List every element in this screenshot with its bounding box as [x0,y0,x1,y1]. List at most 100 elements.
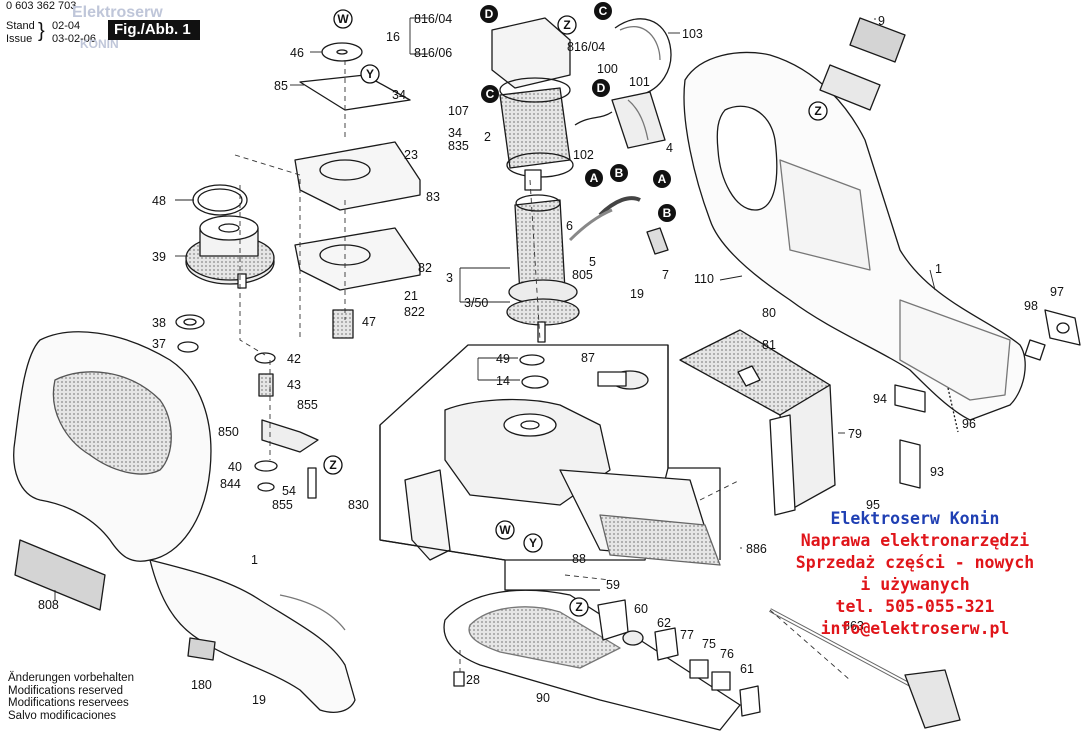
callout-y: Y [360,64,380,84]
svg-text:Z: Z [329,458,336,472]
part-label: 850 [218,425,239,439]
part-label: 87 [581,351,595,365]
power-cable-part [769,608,961,729]
callout-c: C [481,85,499,103]
shop-line: i używanych [860,575,970,594]
gear-housing-part [379,344,721,566]
part-label: 83 [426,190,440,204]
part-label: 1 [935,262,942,276]
callout-w: W [333,9,353,29]
part-label: 28 [466,673,480,687]
part-label: 39 [152,250,166,264]
part-label: 863 [843,619,864,633]
part-label: 101 [629,75,650,89]
note-line: Änderungen vorbehalten [8,672,134,684]
part-label: 60 [634,602,648,616]
callout-d: D [592,79,610,97]
shop-email[interactable]: info@elektroserw.pl [820,619,1010,638]
issue-label: Issue [6,33,33,45]
part-label: 3/50 [464,296,489,310]
part-label: 21 [404,289,418,303]
callout-b: B [610,164,628,182]
modification-notes: Änderungen vorbehalten Modifications res… [8,672,134,722]
part-label: 822 [404,305,425,319]
part-label: 886 [746,542,767,556]
part-label: 855 [272,498,293,512]
svg-text:W: W [499,523,511,537]
svg-text:D: D [485,7,494,21]
note-line: Modifications reserved [8,684,124,697]
part-label: 77 [680,628,694,642]
part-label: 100 [597,62,618,76]
part-label: 43 [287,378,301,392]
part-label: 107 [448,104,469,118]
part-label: 5 [589,255,596,269]
svg-text:Z: Z [575,600,582,614]
note-line: Modifications reservees [8,697,129,709]
motor-field-part [491,17,580,343]
part-label: 816/04 [567,40,606,54]
part-label: 19 [252,693,266,707]
callout-a: A [653,170,671,188]
part-label: 46 [290,46,304,60]
part-label: 805 [572,268,593,282]
part-label: 14 [496,374,510,388]
callout-c: C [594,2,612,20]
rear-handle-housing-part [683,17,1026,421]
shop-phone[interactable]: tel. 505-055-321 [835,597,995,616]
part-label: 76 [720,647,734,661]
part-label: 1 [251,553,258,567]
group-outline [379,345,721,591]
svg-text:Z: Z [814,104,821,118]
callout-z: Z [808,101,828,121]
svg-text:D: D [597,81,606,95]
part-label: 85 [274,79,288,93]
assembly-leader-lines [234,60,851,681]
figure-label: Fig./Abb. 1 [108,20,200,40]
part-label: 97 [1050,285,1064,299]
part-label: 844 [220,477,241,491]
callout-a: A [585,169,603,187]
part-label: 23 [404,148,418,162]
shoe-guide-part [679,309,1081,516]
callout-z: Z [0,0,4,3]
part-label: 62 [657,616,671,630]
part-label: 34 [392,88,406,102]
part-label: 42 [287,352,301,366]
part-label: 79 [848,427,862,441]
guide-plate-part [261,42,421,499]
callout-letters: W Y Z D D C C Z A B A B Z W Y Z Z [0,0,828,617]
part-label: 103 [682,27,703,41]
switch-wiring-part [568,18,672,255]
part-label: 95 [866,498,880,512]
svg-text:Y: Y [529,536,537,550]
svg-text:B: B [663,206,672,220]
part-label: 88 [572,552,586,566]
part-label: 81 [762,338,776,352]
callout-w: W [495,520,515,540]
brace-glyph: } [38,20,45,42]
callout-d: D [480,5,498,23]
callout-y: Y [523,533,543,553]
callout-b: B [658,204,676,222]
svg-text:A: A [590,171,599,185]
part-label: 6 [566,219,573,233]
part-label: 40 [228,460,242,474]
part-label: 808 [38,598,59,612]
part-label: 48 [152,194,166,208]
part-label: 98 [1024,299,1038,313]
svg-text:W: W [337,12,349,26]
part-label: 49 [496,352,510,366]
part-label: 82 [418,261,432,275]
part-label: 94 [873,392,887,406]
callout-z: Z [569,597,589,617]
part-label: 34 [448,126,462,140]
part-label: 38 [152,316,166,330]
svg-text:A: A [658,172,667,186]
issue-date: 03-02-06 [52,33,97,45]
part-label: 93 [930,465,944,479]
shop-line: Sprzedaż części - nowych [795,553,1035,572]
part-number: 0 603 362 703 [6,0,77,12]
svg-text:Z: Z [0,0,4,3]
part-label: 47 [362,315,376,329]
